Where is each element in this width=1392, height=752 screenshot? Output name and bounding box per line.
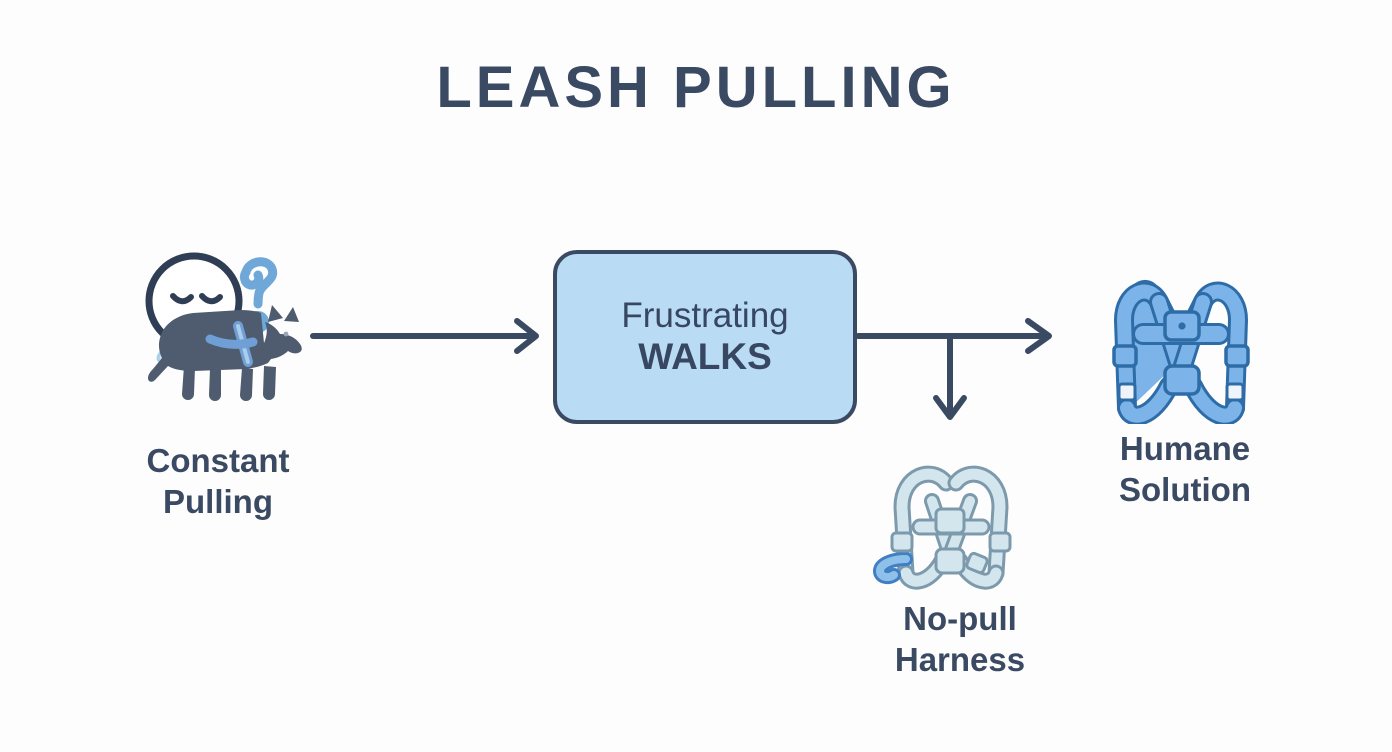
label-line-2: Harness	[894, 641, 1026, 679]
blue-dog-harness-icon	[1097, 258, 1265, 426]
center-node-frustrating-walks[interactable]: Frustrating WALKS	[553, 250, 857, 424]
node-label-no-pull-harness: No-pull Harness	[835, 598, 1085, 681]
label-line-2: Solution	[1119, 471, 1251, 509]
center-node-line-1: Frustrating	[621, 295, 789, 335]
page-title: LEASH PULLING	[436, 55, 956, 120]
no-pull-harness-icon	[872, 455, 1028, 595]
node-label-constant-pulling: Constant Pulling	[88, 440, 348, 523]
question-mark-icon	[239, 257, 278, 309]
label-line-1: Constant	[146, 442, 290, 479]
center-node-line-2: WALKS	[638, 335, 772, 377]
arrow-problem-to-center	[310, 318, 539, 354]
node-label-humane-solution: Humane Solution	[1060, 428, 1310, 511]
left-eye-icon	[170, 293, 194, 305]
label-line-1: No-pull	[903, 600, 1017, 637]
label-line-2: Pulling	[163, 483, 273, 521]
arrow-center-to-product	[933, 333, 967, 420]
label-line-1: Humane	[1119, 430, 1251, 467]
sad-person-with-pulling-dog-icon	[118, 238, 318, 428]
right-eye-icon	[199, 293, 223, 305]
harness-bottom-buckle-icon	[1163, 364, 1201, 396]
arrow-center-to-solution	[855, 318, 1052, 354]
